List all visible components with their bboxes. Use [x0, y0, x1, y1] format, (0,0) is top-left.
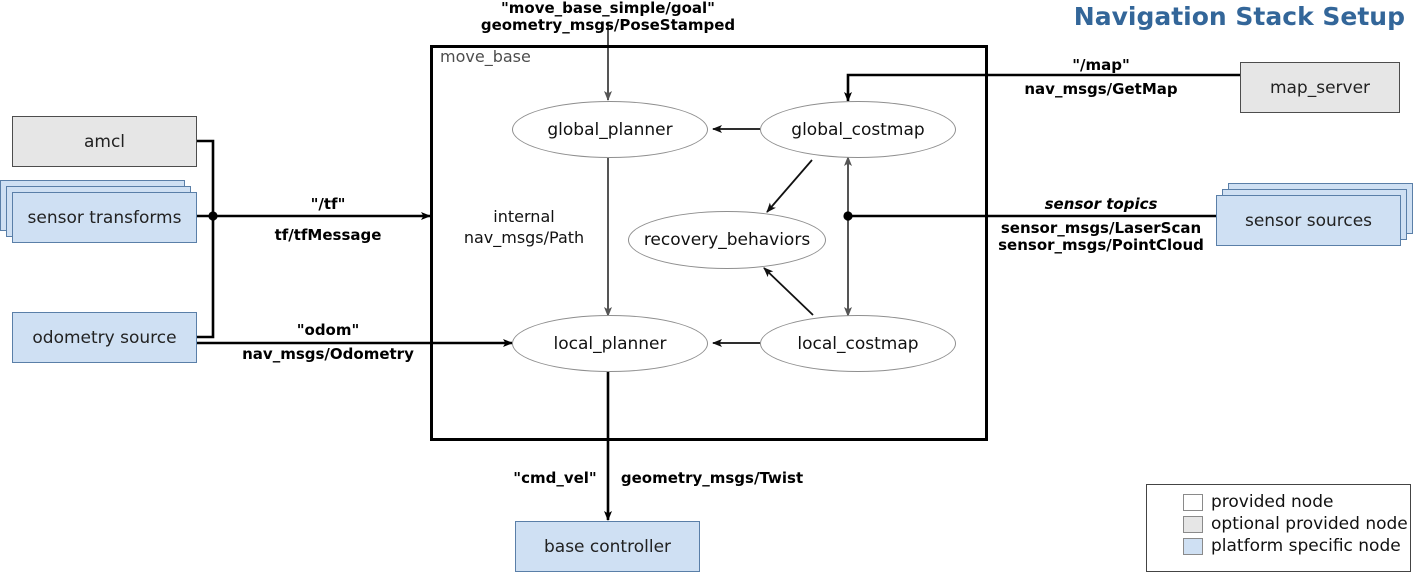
node-base-controller[interactable]: base controller [515, 521, 700, 572]
node-base-controller-label: base controller [543, 536, 672, 557]
node-odometry-source-label: odometry source [32, 327, 177, 348]
node-local-costmap[interactable]: local_costmap [760, 315, 956, 372]
edge-label-sensor-types: sensor_msgs/LaserScan sensor_msgs/PointC… [998, 220, 1204, 253]
node-sensor-sources-label: sensor sources [1244, 210, 1373, 231]
edge-label-internal-type: nav_msgs/Path [463, 228, 585, 247]
legend-label-provided: provided node [1211, 492, 1334, 512]
node-recovery-behaviors[interactable]: recovery_behaviors [628, 211, 826, 269]
edge-label-tf-topic: "/tf" [310, 195, 346, 213]
edge-label-tf: "/tf" [311, 196, 346, 213]
edge-label-odom-topic: "odom" [296, 321, 360, 339]
node-map-server-label: map_server [1269, 77, 1371, 98]
edge-label-cmd-vel-topic: "cmd_vel" [513, 469, 597, 487]
node-global-costmap[interactable]: global_costmap [760, 101, 956, 158]
edge-label-odom: "odom" [297, 322, 360, 339]
edge-label-sensor-type-1: sensor_msgs/LaserScan [1000, 219, 1202, 237]
node-local-costmap-label: local_costmap [797, 333, 919, 354]
legend-label-optional: optional provided node [1211, 514, 1408, 534]
node-local-planner[interactable]: local_planner [512, 315, 708, 372]
optional-provided-node-swatch [1183, 515, 1203, 533]
node-odometry-source[interactable]: odometry source [12, 312, 197, 363]
legend-row-platform: platform specific node [1183, 535, 1401, 557]
edge-map [844, 73, 1240, 102]
legend-row-optional: optional provided node [1183, 513, 1408, 535]
edge-label-map: "/map" [1072, 57, 1130, 74]
node-map-server[interactable]: map_server [1240, 62, 1400, 113]
move-base-container [430, 45, 988, 441]
edge-globalcostmap-recovery [766, 159, 813, 213]
edge-label-odom-type: nav_msgs/Odometry [242, 345, 414, 363]
edge-label-sensor-topics-topic: sensor topics [1044, 195, 1158, 213]
edge-label-goal: "move_base_simple/goal" geometry_msgs/Po… [481, 0, 735, 33]
node-amcl-label: amcl [83, 131, 126, 152]
node-sensor-transforms-label: sensor transforms [27, 207, 182, 228]
edge-label-cmd-vel: "cmd_vel" [513, 470, 596, 487]
move-base-label: move_base [440, 47, 531, 66]
edge-label-map-type: nav_msgs/GetMap [1024, 80, 1178, 98]
edge-label-odom-type-wrap: nav_msgs/Odometry [242, 346, 414, 363]
edge-label-sensor-topics: sensor topics [1045, 196, 1158, 213]
node-amcl[interactable]: amcl [12, 116, 197, 167]
node-recovery-behaviors-label: recovery_behaviors [643, 230, 811, 250]
legend: provided node optional provided node pla… [1146, 484, 1411, 572]
node-global-costmap-label: global_costmap [791, 119, 925, 140]
edge-label-goal-type: geometry_msgs/PoseStamped [480, 15, 736, 34]
edge-label-internal-topic: internal [493, 207, 555, 226]
node-global-planner-label: global_planner [547, 119, 673, 140]
edge-localcostmap-recovery [763, 267, 814, 316]
edge-label-cmd-vel-type-wrap: geometry_msgs/Twist [621, 470, 803, 487]
edge-label-map-topic: "/map" [1072, 56, 1130, 74]
edge-sensor-topics [843, 156, 1216, 317]
page-title: Navigation Stack Setup [1073, 2, 1405, 31]
edge-tf [197, 139, 431, 339]
node-sensor-transforms[interactable]: sensor transforms [12, 192, 197, 243]
legend-label-platform: platform specific node [1211, 536, 1401, 556]
legend-row-provided: provided node [1183, 491, 1400, 513]
node-local-planner-label: local_planner [553, 333, 667, 354]
edge-label-sensor-type-2: sensor_msgs/PointCloud [998, 235, 1204, 254]
edge-label-goal-topic: "move_base_simple/goal" [500, 0, 715, 17]
edge-label-tf-type: tf/tfMessage [274, 226, 382, 244]
edge-label-map-type-wrap: nav_msgs/GetMap [1024, 81, 1177, 98]
edge-label-cmd-vel-type: geometry_msgs/Twist [620, 469, 804, 487]
provided-node-swatch [1183, 493, 1203, 511]
node-sensor-sources[interactable]: sensor sources [1216, 195, 1401, 246]
node-global-planner[interactable]: global_planner [512, 101, 708, 158]
edge-label-tf-type-wrap: tf/tfMessage [275, 227, 382, 244]
platform-specific-node-swatch [1183, 537, 1203, 555]
